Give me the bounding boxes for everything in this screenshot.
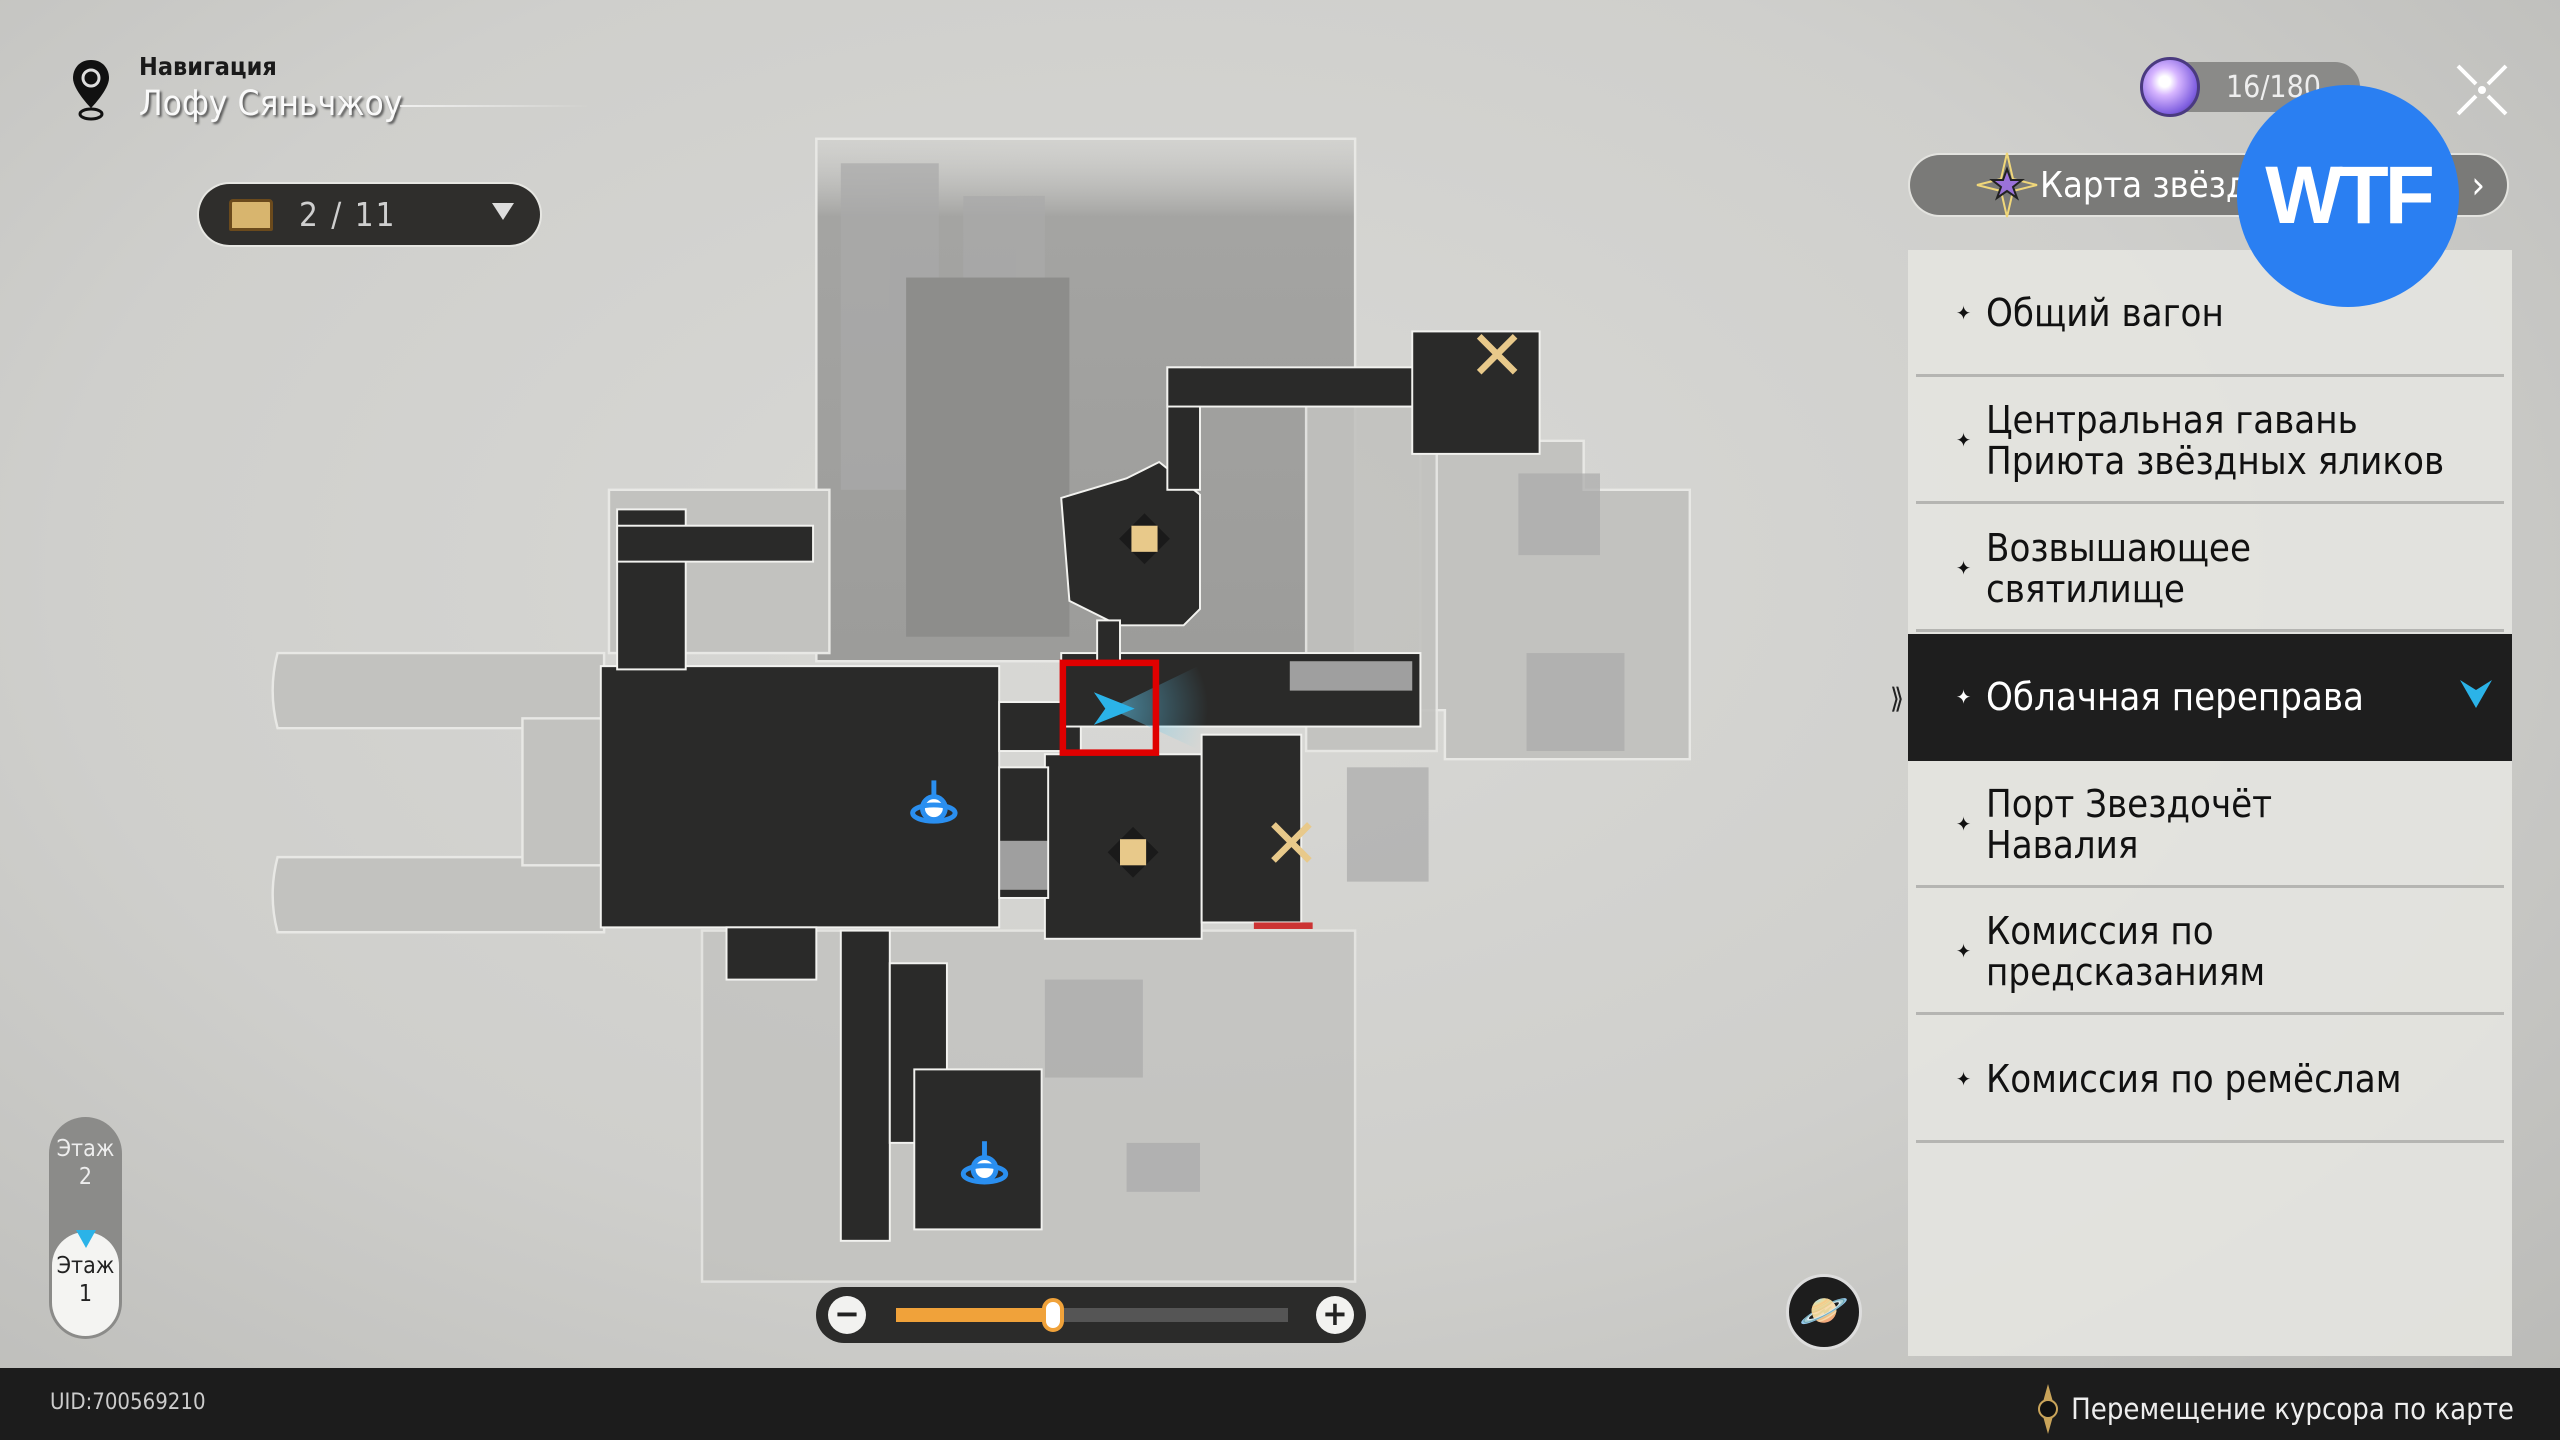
treasure-chest-icon (229, 198, 273, 231)
location-label: Общий вагон (1986, 291, 2224, 335)
wtf-badge: WTF (2237, 85, 2459, 307)
trailblaze-orb-icon (2140, 57, 2200, 117)
floor-1-label: Этаж 1 (56, 1253, 115, 1307)
location-item-common-car[interactable]: ✦ Общий вагон (1908, 250, 2512, 377)
star-rail-map-button[interactable]: 🪐 (1786, 1274, 1862, 1350)
close-button[interactable] (2450, 58, 2514, 122)
star-map-label: Карта звёзд (2040, 164, 2249, 206)
location-label: Комиссия по предсказаниям (1986, 908, 2266, 994)
joystick-icon (2038, 1384, 2059, 1434)
chest-count: 2 / 11 (299, 195, 397, 234)
star-bullet-icon: ✦ (1956, 428, 1972, 452)
current-floor-marker-icon (76, 1230, 96, 1248)
location-label: Комиссия по ремёслам (1986, 1057, 2402, 1101)
zoom-in-button[interactable]: + (1316, 1296, 1354, 1334)
planet-icon: 🪐 (1799, 1288, 1849, 1334)
location-item-exalting-sanctum[interactable]: ✦ Возвышающее святилище (1908, 505, 2512, 632)
chest-counter-dropdown[interactable]: 2 / 11 (199, 184, 540, 245)
floor-1-button[interactable]: Этаж 1 (52, 1230, 119, 1336)
location-item-divination-commission[interactable]: ✦ Комиссия по предсказаниям (1908, 888, 2512, 1015)
puzzle-marker-icon[interactable] (1119, 513, 1170, 565)
location-item-central-harbor[interactable]: ✦ Центральная гавань Приюта звёздных ялик… (1908, 377, 2512, 504)
space-anchor-teleport-icon[interactable] (960, 1141, 1009, 1185)
star-bullet-icon: ✦ (1956, 939, 1972, 963)
star-icon (1976, 152, 2038, 218)
floor-selector: Этаж 2 Этаж 1 (49, 1117, 122, 1339)
star-bullet-icon: ✦ (1956, 556, 1972, 580)
cursor-move-hint-text: Перемещение курсора по карте (2071, 1392, 2514, 1426)
location-label: Облачная переправа (1986, 675, 2364, 719)
navigation-title: Навигация (139, 52, 277, 81)
location-item-artisanship-commission[interactable]: ✦ Комиссия по ремёслам (1908, 1016, 2512, 1143)
zoom-out-button[interactable]: − (828, 1296, 866, 1334)
zoom-slider-handle[interactable] (1041, 1298, 1064, 1332)
zoom-control: − + (816, 1287, 1366, 1343)
star-bullet-icon: ✦ (1956, 301, 1972, 325)
star-bullet-icon: ✦ (1956, 1067, 1972, 1091)
enemy-swords-marker-icon[interactable] (1476, 334, 1518, 375)
space-anchor-teleport-icon[interactable] (910, 780, 958, 824)
location-label: Порт Звездочёт Навалия (1986, 781, 2273, 867)
star-bullet-icon: ✦ (1956, 685, 1972, 709)
location-item-cloudford[interactable]: ✦ Облачная переправа (1908, 634, 2512, 761)
puzzle-marker-icon[interactable] (1107, 826, 1159, 878)
location-label: Центральная гавань Приюта звёздных ялико… (1986, 397, 2445, 483)
location-label: Возвышающее святилище (1986, 525, 2251, 611)
location-list: ✦ Общий вагон ✦ Центральная гавань Приюта … (1908, 250, 2512, 1356)
current-location-marker-icon (2460, 680, 2492, 708)
chevron-right-icon: › (2471, 163, 2485, 207)
chevron-down-icon (492, 203, 514, 220)
wtf-badge-text: WTF (2265, 150, 2435, 241)
star-bullet-icon: ✦ (1956, 812, 1972, 836)
title-divider (400, 105, 590, 107)
zoom-slider-fill (896, 1308, 1053, 1322)
player-highlight-box (1059, 659, 1160, 756)
player-arrow-icon (1093, 692, 1135, 725)
zoom-slider[interactable] (896, 1298, 1288, 1332)
floor-2-button[interactable]: Этаж 2 (56, 1136, 115, 1190)
close-icon (2456, 64, 2508, 116)
current-world-name: Лофу Сяньчжоу (139, 84, 403, 124)
cursor-move-hint: Перемещение курсора по карте (2033, 1384, 2514, 1434)
location-item-starskiff-haven[interactable]: ✦ Порт Звездочёт Навалия (1908, 761, 2512, 888)
footer-bar: UID:700569210 Перемещение курсора по кар… (0, 1368, 2560, 1440)
enemy-swords-marker-icon[interactable] (1271, 822, 1312, 863)
selection-pointer-icon: ⟫ (1890, 682, 1905, 715)
user-id: UID:700569210 (50, 1390, 206, 1415)
map-pin-icon (70, 58, 112, 122)
